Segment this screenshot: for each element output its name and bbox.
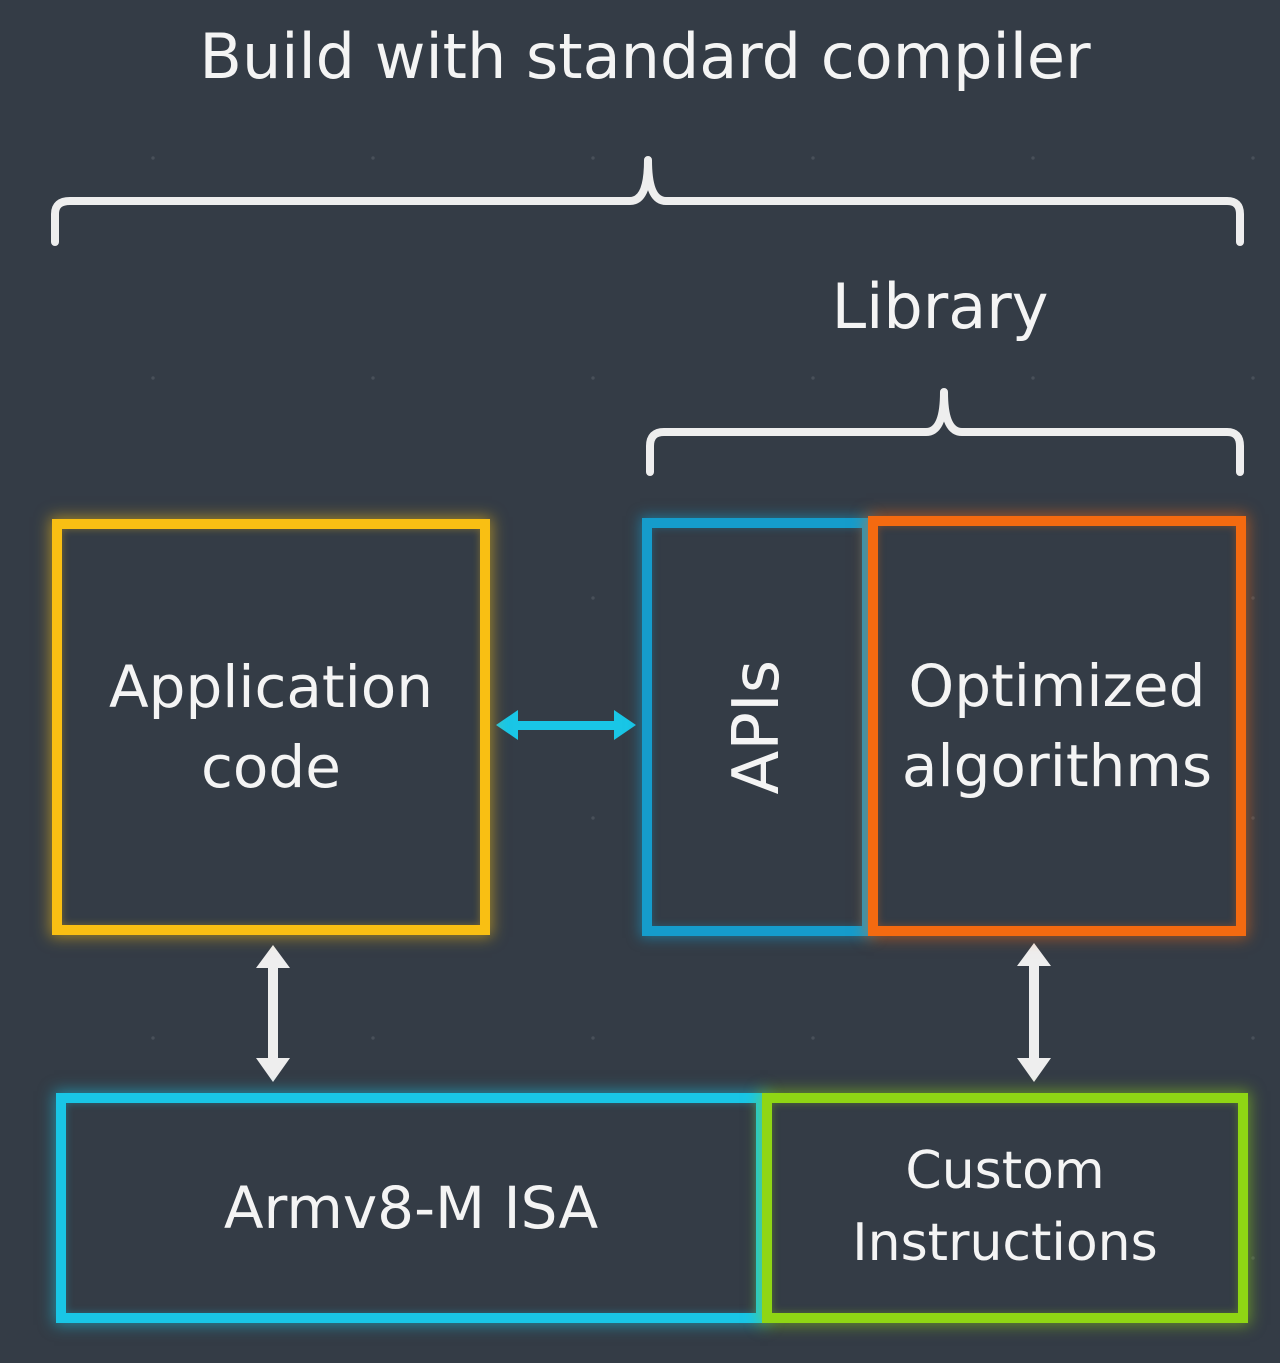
app-api-arrow	[496, 710, 636, 740]
custom-instructions-line2: Instructions	[852, 1213, 1158, 1273]
custom-instructions-line1: Custom	[905, 1141, 1105, 1202]
optimized-algorithms-line2: algorithms	[901, 732, 1213, 800]
application-code-line1: Application	[108, 652, 434, 721]
compiler-brace	[51, 156, 1244, 246]
optimized-algorithms-line1: Optimized	[908, 651, 1206, 720]
armv8m-isa-label: Armv8-M ISA	[223, 1173, 599, 1242]
diagram-title: Build with standard compiler	[199, 20, 1091, 93]
algo-custom-arrow	[1017, 943, 1051, 1082]
apis-box: APIs	[642, 518, 872, 936]
custom-instructions-box: Custom Instructions	[762, 1093, 1248, 1323]
optimized-algorithms-box: Optimized algorithms	[868, 516, 1246, 936]
library-label: Library	[831, 270, 1049, 343]
library-brace	[646, 388, 1244, 476]
apis-label: APIs	[719, 659, 794, 795]
armv8m-isa-box: Armv8-M ISA	[56, 1093, 766, 1323]
application-code-line2: code	[201, 733, 341, 801]
application-code-box: Application code	[52, 519, 490, 935]
app-isa-arrow	[256, 945, 290, 1082]
